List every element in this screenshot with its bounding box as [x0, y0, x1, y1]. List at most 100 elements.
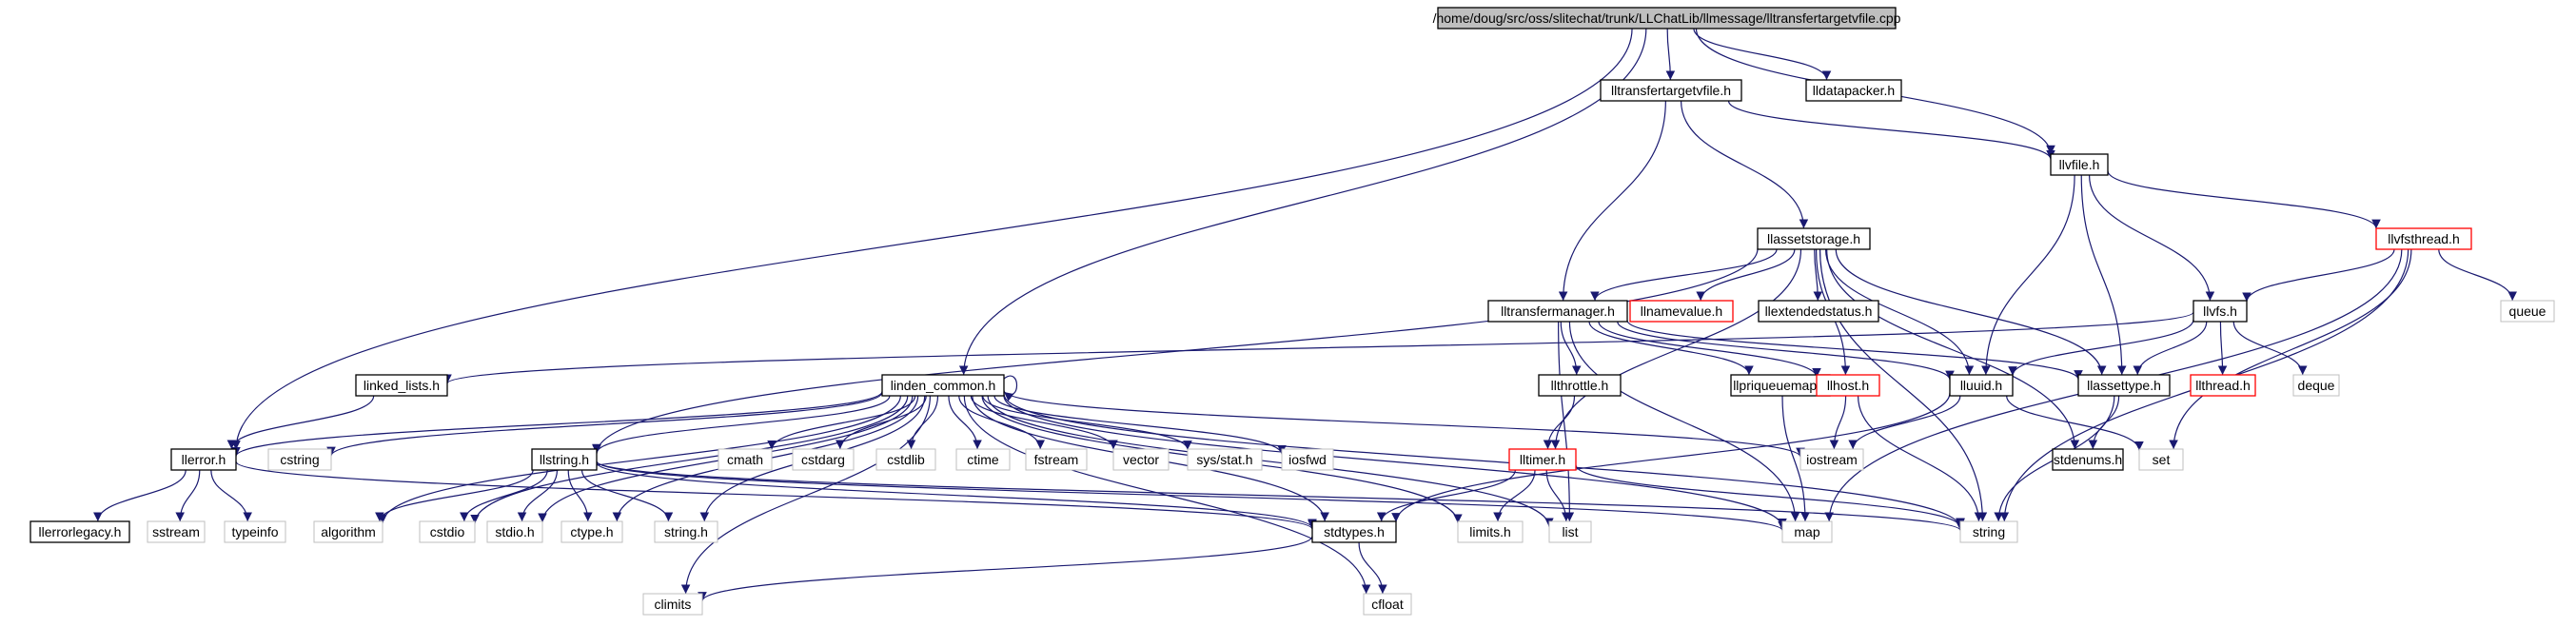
node-list: list: [1548, 520, 1592, 543]
node-llassettype[interactable]: llassettype.h: [2077, 374, 2171, 397]
node-llvfile[interactable]: llvfile.h: [2050, 153, 2109, 176]
node-label: climits: [655, 597, 692, 612]
edge-llerror-to-sstream: [175, 469, 201, 522]
edge-llstring-to-algorithm: [375, 469, 534, 522]
node-ctypeh: ctype.h: [560, 520, 623, 543]
node-llerrorlegacy[interactable]: llerrorlegacy.h: [29, 520, 130, 543]
node-box: [792, 448, 855, 471]
node-label: lltransfertargetvfile.h: [1611, 83, 1731, 98]
node-llthrottle[interactable]: llthrottle.h: [1538, 374, 1622, 397]
node-label: cstdarg: [801, 452, 845, 467]
node-map: map: [1781, 520, 1833, 543]
edge-llassetstorage-to-stdenums: [1826, 248, 2080, 450]
node-label: iosfwd: [1288, 452, 1327, 467]
node-limitsh: limits.h: [1457, 520, 1524, 543]
edge-llstring-to-stdioh: [517, 469, 559, 522]
node-box: [1548, 520, 1592, 543]
node-box: [1487, 300, 1628, 323]
header-nodes: /home/doug/src/oss/slitechat/trunk/LLCha…: [29, 7, 2555, 616]
node-algorithm: algorithm: [313, 520, 383, 543]
node-cstdlib: cstdlib: [875, 448, 936, 471]
edge-stdtypes-to-cfloat: [1358, 541, 1387, 595]
node-string: string: [1959, 520, 2018, 543]
edge-llvfile-to-llvfsthread: [2107, 170, 2381, 229]
node-llthread[interactable]: llthread.h: [2190, 374, 2256, 397]
node-label: list: [1562, 524, 1578, 539]
node-label: cmath: [727, 452, 763, 467]
node-box: [560, 520, 623, 543]
node-label: llstring.h: [540, 452, 589, 467]
node-label: llthread.h: [2195, 378, 2251, 393]
node-lltransfertargetvfile[interactable]: lltransfertargetvfile.h: [1600, 79, 1742, 102]
node-llassetstorage[interactable]: llassetstorage.h: [1757, 227, 1871, 250]
node-box: [1781, 520, 1833, 543]
edge-lltransfermanager-to-list: [1558, 321, 1575, 522]
node-linden_common[interactable]: linden_common.h: [881, 374, 1005, 397]
node-label: lluuid.h: [1960, 378, 2002, 393]
node-llerror[interactable]: llerror.h: [170, 448, 237, 471]
edge-llstring-to-stringh: [580, 469, 674, 522]
edge-lltransfermanager-to-llhost: [1598, 321, 1821, 378]
node-root[interactable]: /home/doug/src/oss/slitechat/trunk/LLCha…: [1433, 7, 1901, 29]
node-label: llvfsthread.h: [2388, 231, 2459, 246]
node-cstring: cstring: [267, 448, 332, 471]
node-llstring[interactable]: llstring.h: [531, 448, 598, 471]
node-box: [1538, 374, 1622, 397]
node-label: lltransfermanager.h: [1501, 304, 1615, 319]
node-llvfs[interactable]: llvfs.h: [2193, 300, 2248, 323]
node-llextendedstatus[interactable]: llextendedstatus.h: [1758, 300, 1879, 323]
node-label: cfloat: [1371, 597, 1404, 612]
node-llpriqueuemap[interactable]: llpriqueuemap.h: [1730, 374, 1831, 397]
edge-llassetstorage-to-lltransfermanager: [1590, 248, 1778, 302]
edge-linden_common-to-string: [1003, 393, 1965, 528]
node-label: cstdio: [430, 524, 465, 539]
node-box: [2292, 374, 2340, 397]
node-box: [1363, 593, 1412, 616]
node-box: [147, 520, 206, 543]
node-llvfsthread[interactable]: llvfsthread.h: [2375, 227, 2472, 250]
node-label: /home/doug/src/oss/slitechat/trunk/LLCha…: [1433, 10, 1901, 26]
node-lldatapacker[interactable]: lldatapacker.h: [1805, 79, 1902, 102]
edge-llvfsthread-to-set: [2169, 248, 2412, 450]
node-lltransfermanager[interactable]: lltransfermanager.h: [1487, 300, 1628, 323]
node-box: [313, 520, 383, 543]
node-stdenums[interactable]: stdenums.h: [2052, 448, 2124, 471]
node-label: deque: [2298, 378, 2335, 393]
node-box: [955, 448, 1011, 471]
node-label: string.h: [664, 524, 708, 539]
node-llnamevalue[interactable]: llnamevalue.h: [1629, 300, 1734, 323]
node-cstdarg: cstdarg: [792, 448, 855, 471]
node-stdtypes[interactable]: stdtypes.h: [1311, 520, 1397, 543]
node-lluuid[interactable]: lluuid.h: [1949, 374, 2014, 397]
node-sysstat: sys/stat.h: [1187, 448, 1263, 471]
node-box: [2190, 374, 2256, 397]
node-box: [29, 520, 130, 543]
node-box: [224, 520, 286, 543]
edge-lltimer-to-list: [1545, 469, 1571, 522]
node-label: vector: [1123, 452, 1159, 467]
node-label: algorithm: [321, 524, 376, 539]
node-stringh: string.h: [654, 520, 718, 543]
edge-llvfs-to-lluuid: [2008, 319, 2194, 376]
edge-llhost-to-iostream: [1829, 395, 1847, 450]
node-box: [355, 374, 448, 397]
node-box: [1629, 300, 1734, 323]
node-label: lltimer.h: [1520, 452, 1565, 467]
node-linked_lists[interactable]: linked_lists.h: [355, 374, 448, 397]
node-sstream: sstream: [147, 520, 206, 543]
edge-linden_common-to-algorithm: [378, 395, 901, 524]
node-lltimer[interactable]: lltimer.h: [1508, 448, 1577, 471]
node-label: llassettype.h: [2087, 378, 2161, 393]
edge-lltransfermanager-to-llassettype: [1626, 320, 2083, 380]
edge-linked_lists-to-llerror: [226, 395, 375, 450]
edge-linden_common-to-climits: [680, 395, 932, 595]
node-label: fstream: [1034, 452, 1079, 467]
node-box: [170, 448, 237, 471]
edge-lltransfermanager-to-lluuid: [1617, 321, 1955, 381]
edge-llvfsthread-to-llvfs: [2242, 248, 2395, 303]
edge-llvfs-to-linked_lists: [442, 311, 2194, 384]
node-llhost[interactable]: llhost.h: [1816, 374, 1880, 397]
edge-llassetstorage-to-llnamevalue: [1696, 248, 1796, 302]
node-label: sys/stat.h: [1196, 452, 1252, 467]
